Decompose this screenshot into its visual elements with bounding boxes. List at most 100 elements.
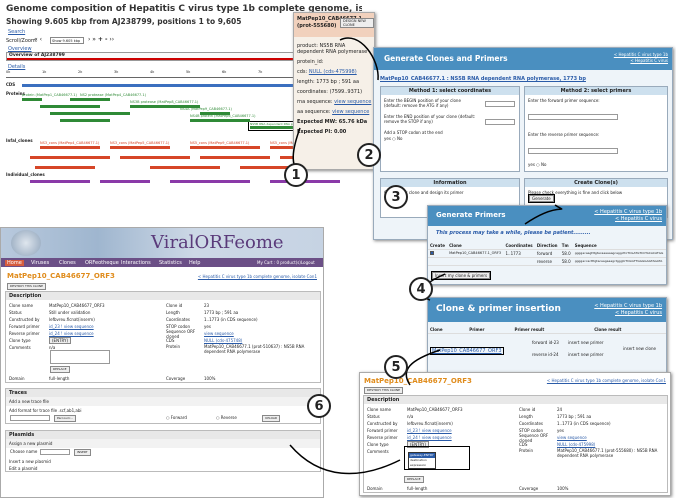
protein-bar-8[interactable]: [50, 112, 130, 115]
primers-nav-2[interactable]: < Hepatitis C virus: [614, 216, 662, 222]
final-label-forward-primer: Forward primer: [367, 428, 398, 433]
virus-logo: [11, 230, 41, 256]
insertion-primer-1: forward id-23: [532, 340, 559, 345]
protein-bar-2[interactable]: [70, 98, 110, 101]
clone-bar-3[interactable]: [190, 146, 260, 149]
protein-bar-1[interactable]: [22, 98, 42, 101]
end-input[interactable]: [485, 119, 515, 125]
protein-bar-7[interactable]: [40, 105, 100, 108]
search-toggle[interactable]: Search: [8, 29, 26, 35]
show-range-select[interactable]: Show 9.605 kbp: [50, 37, 84, 44]
clone-bar-1[interactable]: [40, 146, 100, 149]
forward-primer-input[interactable]: [528, 113, 618, 120]
cart-link[interactable]: My Cart : 0 product(s): [257, 260, 301, 265]
ind-clone-bar-3[interactable]: [170, 180, 250, 183]
dropdown-option-1[interactable]: gateway-ENTRY: [409, 453, 435, 458]
nav-statistics[interactable]: Statistics: [159, 259, 182, 266]
protein-bar-6[interactable]: [190, 119, 250, 122]
method2-box: Method 2: select primers Enter the forwa…: [524, 86, 668, 172]
primer-clone: MatPep10_CAB46677.1_ORF3: [447, 249, 504, 258]
rna-seq-link[interactable]: view sequence: [334, 99, 372, 105]
overview-toggle[interactable]: Overview: [8, 46, 32, 52]
clone-type-dropdown[interactable]: gateway-ENTRY destination expression: [408, 452, 436, 469]
insert-plasmid-label[interactable]: Insert a new plasmid: [9, 459, 51, 464]
clone-bar-10[interactable]: [150, 166, 220, 169]
nav-help[interactable]: Help: [189, 259, 201, 266]
details-toggle[interactable]: Details: [8, 64, 26, 70]
replace-button[interactable]: REPLACE: [50, 366, 70, 373]
generate-subtitle[interactable]: MatPep10_CAB46677.1 : NS5B RNA dependent…: [380, 76, 586, 82]
overview-window[interactable]: [7, 58, 355, 60]
dropdown-option-2[interactable]: destination: [410, 458, 427, 462]
primer-coords: [503, 257, 535, 266]
ind-clone-bar-1[interactable]: [30, 180, 90, 183]
clone-type-select[interactable]: (ENTRY): [49, 337, 72, 344]
value-reverse-primer[interactable]: id_24 ! view sequence: [49, 331, 94, 336]
insert-clone-primers-button[interactable]: Insert my clone & primers: [430, 271, 492, 280]
primer-seq: ggggacaagtttgtacaaaaaagcaggcttcTCGATGTCC…: [572, 249, 666, 258]
final-value-seq-orf[interactable]: view sequence: [557, 435, 587, 440]
value-cds[interactable]: NULL (cds-475748): [204, 338, 243, 343]
primers-table: Create Clone Coordinates Direction Tm Se…: [428, 242, 666, 266]
popup-header: MatPep10_CAB46677.1 (prot-555680) DESIGN…: [294, 13, 374, 37]
reverse-stop-radio[interactable]: yes ○ No: [528, 162, 547, 167]
cds-link[interactable]: NULL (cds-475998): [308, 69, 357, 75]
final-value-reverse-primer[interactable]: id_24 ! view sequence: [407, 435, 452, 440]
comments-textarea[interactable]: [50, 350, 110, 364]
value-seq-orf[interactable]: view sequence: [204, 331, 234, 336]
forward-radio[interactable]: ○ Forward: [166, 415, 187, 420]
nav-viruses[interactable]: Viruses: [31, 259, 50, 266]
generate-nav-2[interactable]: < Hepatitis C virus: [630, 58, 668, 63]
upload-button[interactable]: UPLOAD: [262, 415, 281, 422]
assign-plasmid-label: Assign a new plasmid: [6, 439, 320, 448]
dropdown-option-3[interactable]: expression: [410, 463, 427, 467]
clone-bar-7[interactable]: [200, 156, 270, 159]
insertion-nav-1[interactable]: < Hepatitis C virus type 1b: [594, 303, 662, 309]
nav-clones[interactable]: Clones: [59, 259, 76, 266]
create-checkbox[interactable]: [430, 251, 434, 255]
design-new-clone-button[interactable]: DESIGN NEW CLONE: [340, 18, 374, 28]
insert-plasmid-button[interactable]: INSERT: [74, 449, 91, 456]
plasmid-select[interactable]: [40, 449, 70, 455]
generate-button[interactable]: Generate: [528, 194, 555, 203]
value-length: 1773 bp ; 591 aa: [204, 310, 239, 315]
insertion-clone-link[interactable]: MatPep10_CAB46677_ORF3: [430, 347, 504, 355]
final-clone-type-select[interactable]: (ENTRY): [407, 441, 430, 448]
clone-bar-5[interactable]: [30, 156, 110, 159]
protein-bar-3[interactable]: [130, 105, 200, 108]
viral-breadcrumb[interactable]: < Hepatitis C virus type 1b complete gen…: [197, 274, 317, 279]
begin-input[interactable]: [485, 101, 515, 107]
edit-plasmid-label[interactable]: Edit a plasmid: [9, 466, 38, 471]
reverse-radio[interactable]: ○ Reverse: [216, 415, 237, 420]
protein-bar-9[interactable]: [60, 119, 110, 122]
protein-bar-4[interactable]: [200, 112, 230, 115]
aa-seq-link[interactable]: view sequence: [332, 109, 370, 115]
clone-bar-6[interactable]: [120, 156, 190, 159]
clone-bar-9[interactable]: [35, 166, 95, 169]
destroy-clone-button[interactable]: DESTROY THIS CLONE: [7, 283, 47, 290]
cds-bar[interactable]: [22, 84, 348, 87]
scroll-right-buttons[interactable]: › » + - ››: [88, 36, 115, 43]
final-replace-button[interactable]: REPLACE: [404, 476, 424, 483]
stop-radio[interactable]: yes ○ No: [384, 136, 403, 141]
insertion-title: Clone & primer insertion: [436, 304, 561, 314]
ind-clone-bar-2[interactable]: [100, 180, 150, 183]
nav-orfeotheque[interactable]: ORFeotheque: [85, 259, 119, 266]
browse-button[interactable]: Parcourir...: [54, 415, 76, 422]
value-forward-primer[interactable]: id_23 ! view sequence: [49, 324, 94, 329]
primers-nav-1[interactable]: < Hepatitis C virus type 1b: [594, 209, 662, 215]
final-value-cds[interactable]: NULL (cds-475998): [557, 442, 596, 447]
insertion-nav-2[interactable]: < Hepatitis C virus: [614, 310, 662, 316]
nav-interactions[interactable]: Interactions: [121, 259, 151, 266]
scroll-left-buttons[interactable]: « ‹: [34, 36, 42, 43]
final-breadcrumb[interactable]: < Hepatitis C virus type 1b complete gen…: [546, 378, 666, 383]
logout-link[interactable]: Logout: [301, 260, 315, 265]
final-destroy-button[interactable]: DESTROY THIS CLONE: [364, 387, 404, 394]
trace-file-input[interactable]: [10, 415, 50, 421]
reverse-primer-input[interactable]: [528, 147, 618, 154]
final-value-forward-primer[interactable]: id_23 ! view sequence: [407, 428, 452, 433]
clone-bar-2[interactable]: [110, 146, 170, 149]
generate-nav-1[interactable]: < Hepatitis C virus type 1b: [613, 52, 668, 57]
nav-home[interactable]: Home: [5, 259, 24, 266]
